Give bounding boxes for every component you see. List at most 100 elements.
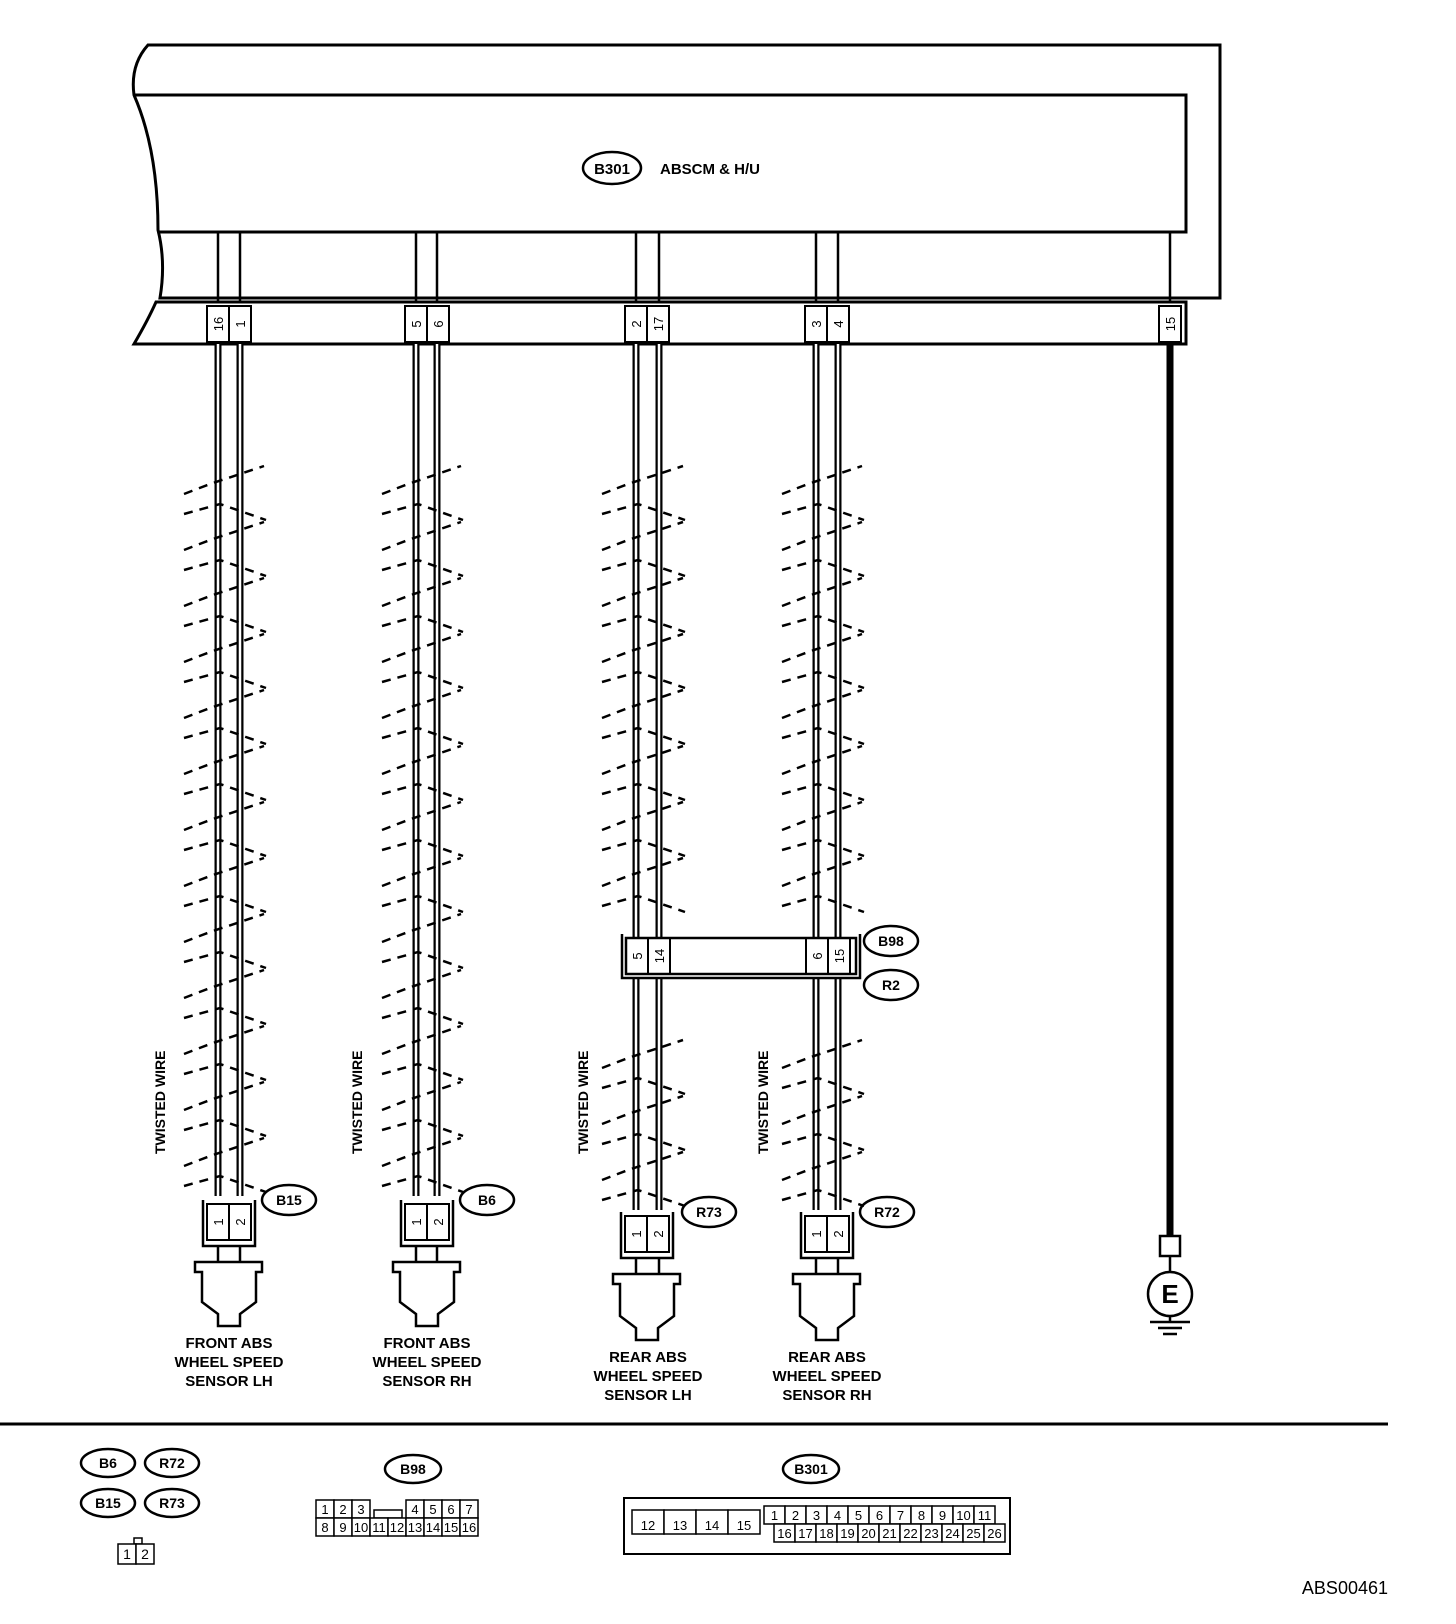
- pin-number: 14: [705, 1518, 719, 1533]
- pin-number: 11: [372, 1520, 386, 1535]
- sensor-connector-r72: 1 2: [799, 1212, 855, 1260]
- svg-text:R73: R73: [696, 1204, 722, 1220]
- sensor-body-icon: [791, 1258, 862, 1342]
- sensor-bodies: [193, 1246, 862, 1342]
- module-code-badge: B301: [581, 150, 643, 186]
- pin-number: 5: [855, 1508, 862, 1523]
- twist-stroke: [601, 688, 684, 720]
- svg-text:B98: B98: [878, 933, 904, 949]
- sensor-body-icon: [193, 1246, 264, 1328]
- twist-stroke: [601, 520, 684, 552]
- pin-cell: [663, 1509, 697, 1535]
- pin-cell: [459, 1517, 479, 1537]
- pin-label: 1: [233, 320, 248, 327]
- pin-number: 12: [641, 1518, 655, 1533]
- sensor-label-line: FRONT ABS: [186, 1335, 273, 1352]
- pin-label: 6: [431, 320, 446, 327]
- pin-label: 1: [211, 1218, 226, 1225]
- pin-number: 5: [429, 1502, 436, 1517]
- twisted-wire-label: TWISTED WIRE: [152, 1051, 168, 1154]
- sensor-label-line: REAR ABS: [609, 1349, 687, 1366]
- twist-stroke: [601, 1188, 686, 1208]
- twist-stroke: [183, 1062, 267, 1082]
- twist-stroke: [183, 688, 265, 720]
- twist-stroke: [781, 1094, 863, 1126]
- module-pin-numbers: 16 1 5 6 2 17 3 4 15: [211, 317, 1178, 331]
- pin-number: 1: [321, 1502, 328, 1517]
- twist-stroke: [781, 670, 865, 690]
- twist-stroke: [781, 464, 863, 496]
- twist-stroke: [781, 1038, 863, 1070]
- twist-stroke: [781, 502, 865, 522]
- twist-stroke: [183, 1174, 267, 1194]
- twist-stroke: [601, 838, 686, 858]
- pin-number: 14: [426, 1520, 440, 1535]
- pin-label: 5: [409, 320, 424, 327]
- twist-stroke: [183, 912, 265, 944]
- twist-stroke: [781, 1150, 863, 1182]
- twist-stroke: [183, 502, 267, 522]
- twist-stroke: [601, 894, 686, 914]
- twist-stroke: [183, 744, 265, 776]
- pin-number: 10: [956, 1508, 970, 1523]
- sensor-badge: B15: [260, 1183, 318, 1217]
- twisted-wire-label: TWISTED WIRE: [349, 1051, 365, 1154]
- sensor-badge: R73: [680, 1195, 738, 1229]
- pin-number: 24: [945, 1526, 959, 1541]
- sensor-connector-b6: 1 2: [399, 1200, 455, 1248]
- pin-label: 1: [409, 1218, 424, 1225]
- pin-label: 1: [629, 1230, 644, 1237]
- pin-label: 16: [211, 317, 226, 331]
- twist-stroke: [781, 744, 863, 776]
- sensor-body-icon: [611, 1258, 682, 1342]
- twist-stroke: [781, 800, 863, 832]
- twist-stroke: [781, 894, 865, 914]
- module-internal-pins: [216, 232, 1172, 302]
- twist-stroke: [781, 688, 863, 720]
- twist-stroke: [381, 950, 464, 970]
- twist-stroke: [381, 502, 464, 522]
- pin-label: 5: [630, 952, 645, 959]
- svg-text:1: 1: [123, 1546, 131, 1562]
- twist-stroke: [183, 520, 265, 552]
- twist-stroke: [381, 1062, 464, 1082]
- legend-small-connector: 1 2: [117, 1537, 155, 1565]
- module-name: ABSCM & H/U: [660, 161, 760, 178]
- twist-stroke: [381, 894, 464, 914]
- twist-stroke: [381, 464, 462, 496]
- twist-stroke: [601, 744, 684, 776]
- twist-stroke: [183, 782, 267, 802]
- pin-number: 16: [462, 1520, 476, 1535]
- pin-number: 15: [444, 1520, 458, 1535]
- pin-label: 4: [831, 320, 846, 327]
- pin-number: 21: [882, 1526, 896, 1541]
- twist-stroke: [601, 1132, 686, 1152]
- twist-stroke: [183, 670, 267, 690]
- pin-number: 8: [321, 1520, 328, 1535]
- twist-stroke: [183, 464, 265, 496]
- twist-stroke: [781, 520, 863, 552]
- twist-stroke: [183, 1136, 265, 1168]
- twist-stroke: [183, 950, 267, 970]
- twist-stroke: [183, 968, 265, 1000]
- svg-text:B301: B301: [794, 1461, 828, 1477]
- pin-number: 15: [737, 1518, 751, 1533]
- twist-stroke: [381, 614, 464, 634]
- twist-stroke: [183, 1080, 265, 1112]
- pin-number: 13: [673, 1518, 687, 1533]
- twist-stroke: [601, 856, 684, 888]
- svg-text:R72: R72: [874, 1204, 900, 1220]
- pin-number: 12: [390, 1520, 404, 1535]
- pin-number: 2: [792, 1508, 799, 1523]
- pin-label: 14: [652, 949, 667, 963]
- twist-stroke: [781, 782, 865, 802]
- pin-number: 17: [798, 1526, 812, 1541]
- pin-label: 17: [651, 317, 666, 331]
- twist-stroke: [781, 856, 863, 888]
- twist-stroke: [601, 782, 686, 802]
- module-outer-housing: [131, 43, 1222, 300]
- svg-text:B15: B15: [276, 1192, 302, 1208]
- twist-stroke: [381, 744, 462, 776]
- twist-stroke: [781, 726, 865, 746]
